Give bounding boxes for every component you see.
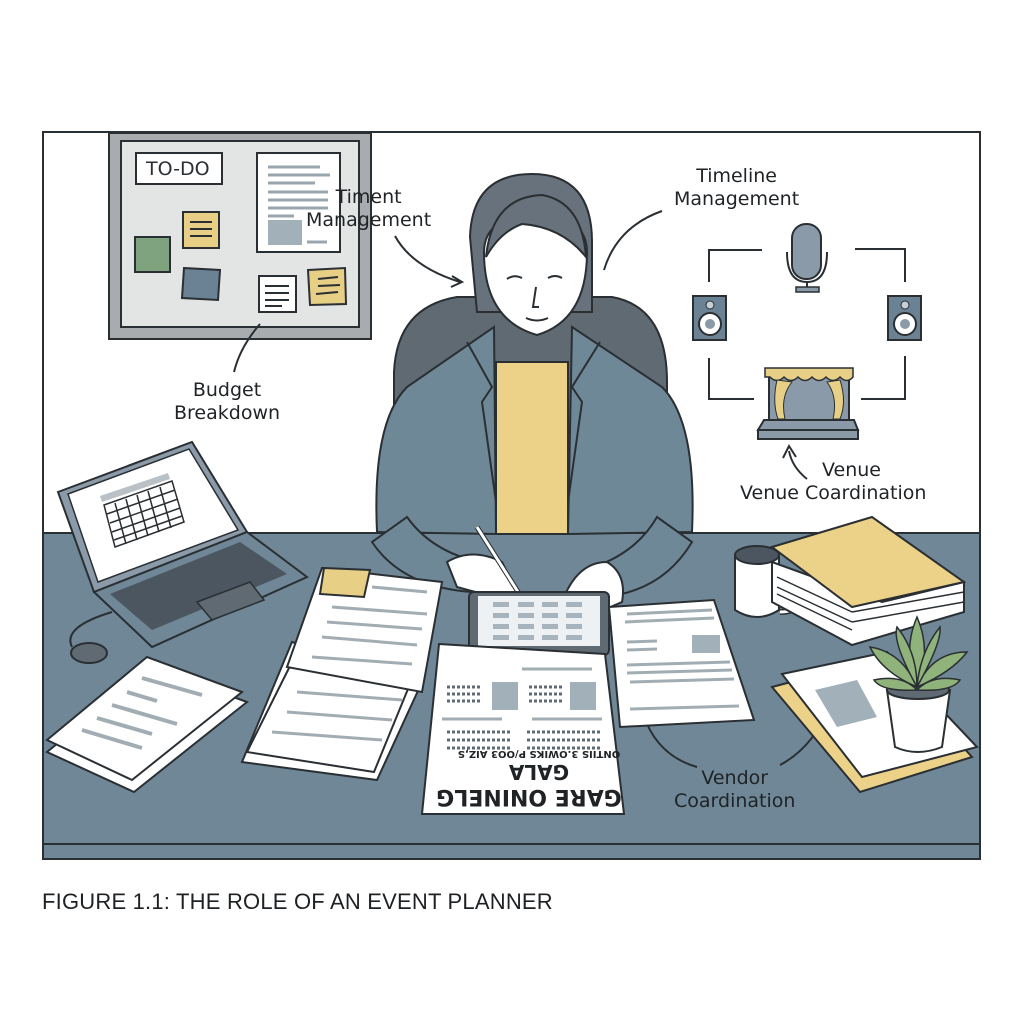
illustration-frame: TO-DO Timent Management Timeline Managem… — [42, 131, 981, 860]
laptop-icon — [56, 440, 309, 664]
tablet-icon — [468, 591, 610, 656]
label-timent-management: Timent Management — [306, 186, 432, 231]
microphone-icon — [786, 223, 828, 293]
document-right — [607, 598, 756, 729]
label-vendor-coordination: Vendor Coardination — [674, 767, 796, 812]
document-stack-left — [45, 655, 250, 794]
plant-icon — [868, 615, 969, 753]
flyer-title-gala: GALA — [508, 760, 570, 784]
speaker-icon — [692, 295, 727, 341]
stage-icon — [756, 367, 860, 440]
corkboard — [108, 133, 372, 340]
figure-caption: FIGURE 1.1: THE ROLE OF AN EVENT PLANNER — [42, 889, 553, 914]
gala-flyer — [420, 642, 626, 815]
label-venue: Venue — [822, 459, 881, 481]
document-stack-center — [240, 566, 444, 782]
todo-label: TO-DO — [146, 158, 210, 180]
person-event-planner — [370, 172, 694, 619]
label-budget-breakdown: Budget Breakdown — [174, 379, 281, 424]
flyer-title-main: GARE ONINELG — [436, 784, 622, 809]
speaker-icon — [887, 295, 922, 341]
label-venue-coordination: Venue Coardination — [740, 482, 927, 504]
flyer-subline: ONTIIS 3.OWIKS P/OO3 AIZ,S — [457, 748, 621, 759]
label-timeline-management: Timeline Management — [674, 165, 800, 210]
event-setup-diagram — [692, 223, 922, 440]
